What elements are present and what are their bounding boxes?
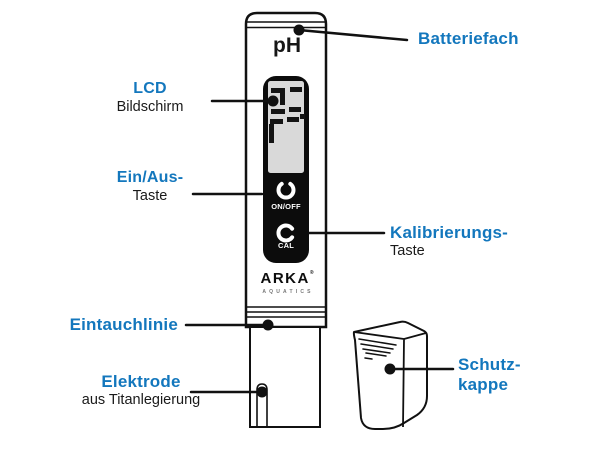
calibration-icon: [276, 223, 295, 243]
brand-name: ARKA: [260, 270, 310, 287]
electrode-callout-dot: [256, 386, 268, 398]
calibration-title: Kalibrierungs-: [390, 223, 509, 242]
label-electrode: Elektrode aus Titanlegierung: [66, 373, 216, 408]
electrode-subtitle: aus Titanlegierung: [81, 391, 201, 408]
electrode-title: Elektrode: [101, 372, 181, 391]
battery-callout-line: [297, 28, 409, 42]
electrode-probe: [256, 383, 268, 427]
protective-cap: [352, 320, 428, 430]
cap-vent-hatching: [358, 338, 397, 360]
brand-logo: ARKA®: [260, 270, 313, 287]
power-title: Ein/Aus-: [116, 169, 184, 186]
registered-mark: ®: [309, 270, 314, 276]
label-calibration: Kalibrierungs- Taste: [390, 224, 508, 259]
cap-callout-dot: [384, 363, 396, 375]
label-immersion: Eintauchlinie: [38, 316, 178, 334]
label-power: Ein/Aus- Taste: [80, 169, 220, 204]
battery-title: Batteriefach: [418, 29, 519, 48]
lcd-title: LCD: [133, 80, 167, 97]
device-ph-marking: pH: [273, 34, 301, 57]
label-battery: Batteriefach: [418, 30, 519, 48]
calibration-subtitle: Taste: [390, 242, 425, 259]
label-cap: Schutz- kappe: [458, 355, 521, 395]
label-lcd: LCD Bildschirm: [80, 80, 220, 115]
lcd-callout-dot: [267, 95, 279, 107]
callout-dots: [256, 24, 396, 398]
cal-button-label: CAL: [277, 241, 295, 250]
lcd-digit-segments: [269, 87, 305, 143]
lcd-subtitle: Bildschirm: [116, 98, 184, 115]
immersion-callout-dot: [262, 319, 274, 331]
callout-lines: [184, 28, 455, 394]
immersion-title: Eintauchlinie: [69, 315, 178, 334]
electrode-sleeve: [249, 328, 321, 428]
cap-title-line1: Schutz-: [458, 355, 521, 374]
cap-title-line2: kappe: [458, 375, 509, 394]
battery-callout-dot: [293, 24, 305, 36]
power-icon: [276, 181, 296, 200]
brand-subtitle: AQUATICS: [262, 289, 314, 295]
onoff-button-label: ON/OFF: [271, 202, 301, 211]
power-subtitle: Taste: [132, 187, 168, 204]
